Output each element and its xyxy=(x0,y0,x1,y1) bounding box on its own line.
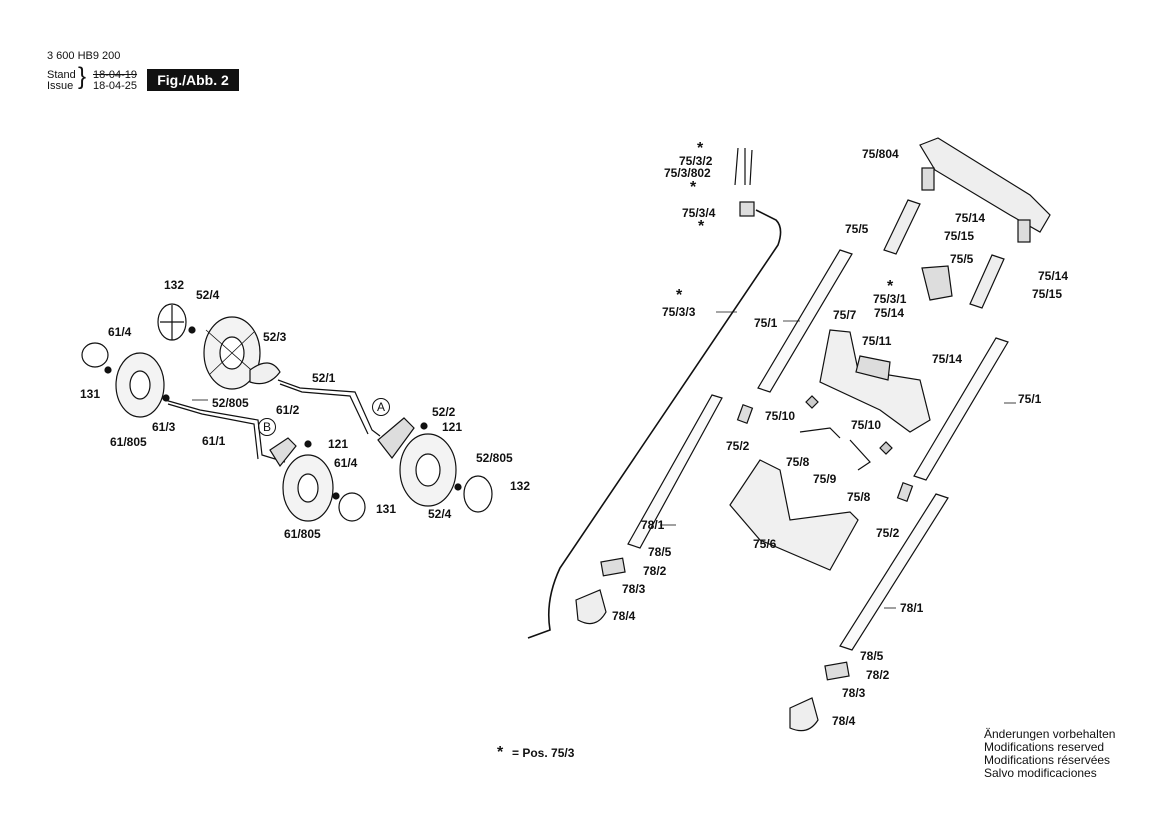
pos-note-star: * xyxy=(497,744,504,761)
part-label: 52/4 xyxy=(196,288,220,302)
part-label: 75/3/3 xyxy=(662,305,696,319)
part-label: 78/4 xyxy=(832,714,856,728)
asterisk-marker: * xyxy=(690,179,697,196)
part-label: 75/3/1 xyxy=(873,292,907,306)
part-label: 75/3/4 xyxy=(682,206,716,220)
part-label: 78/3 xyxy=(622,582,646,596)
part-label: 75/8 xyxy=(847,490,871,504)
part-label: 121 xyxy=(328,437,349,451)
asterisk-marker: * xyxy=(676,287,683,304)
part-label: 61/4 xyxy=(108,325,132,339)
part-label: 78/3 xyxy=(842,686,866,700)
part-label: 75/14 xyxy=(955,211,986,225)
part-label: 61/4 xyxy=(334,456,358,470)
part-label: 75/2 xyxy=(876,526,900,540)
part-label: 75/3/2 xyxy=(679,154,713,168)
part-label: 52/805 xyxy=(212,396,249,410)
part-label: 75/14 xyxy=(874,306,905,320)
figure-label: Fig./Abb. 2 xyxy=(147,69,239,91)
part-label: 61/1 xyxy=(202,434,226,448)
part-label: 52/4 xyxy=(428,507,452,521)
part-label: 75/7 xyxy=(833,308,857,322)
part-label: 75/804 xyxy=(862,147,899,161)
part-label: 52/2 xyxy=(432,405,456,419)
doc-number: 3 600 HB9 200 xyxy=(47,50,121,62)
part-label: 75/6 xyxy=(753,537,777,551)
part-label: 78/5 xyxy=(860,649,884,663)
asterisk-marker: * xyxy=(887,278,894,295)
modifications-notice: Änderungen vorbehalten Modifications res… xyxy=(984,728,1115,780)
part-label: 61/3 xyxy=(152,420,176,434)
stand-label: Stand xyxy=(47,69,76,81)
part-label: 52/1 xyxy=(312,371,336,385)
footer-line: Modifications reserved xyxy=(984,740,1105,754)
callout-b: B xyxy=(258,418,276,436)
part-label: 61/805 xyxy=(110,435,147,449)
part-label: 75/2 xyxy=(726,439,750,453)
part-label: 61/805 xyxy=(284,527,321,541)
part-label: 78/4 xyxy=(612,609,636,623)
part-label: 75/5 xyxy=(845,222,869,236)
part-label: 75/14 xyxy=(1038,269,1069,283)
part-label: 132 xyxy=(164,278,185,292)
part-label: 75/11 xyxy=(862,334,892,348)
brace-icon: } xyxy=(78,63,87,90)
issue-date: 18-04-25 xyxy=(93,80,138,92)
part-label: 131 xyxy=(376,502,397,516)
part-label: 52/805 xyxy=(476,451,513,465)
asterisk-marker: * xyxy=(698,218,705,235)
part-label: 75/1 xyxy=(754,316,778,330)
asterisk-marker: * xyxy=(697,140,704,157)
footer-line: Salvo modificaciones xyxy=(984,766,1097,780)
part-label: 75/3/802 xyxy=(664,166,711,180)
part-label: 75/15 xyxy=(944,229,975,243)
footer-line: Modifications réservées xyxy=(984,753,1111,767)
part-label: 61/2 xyxy=(276,403,300,417)
part-label: 75/15 xyxy=(1032,287,1063,301)
part-label: 121 xyxy=(442,420,463,434)
part-label: 78/5 xyxy=(648,545,672,559)
part-label: 75/10 xyxy=(851,418,882,432)
callout-a: A xyxy=(372,398,390,416)
footer-line: Änderungen vorbehalten xyxy=(984,727,1116,741)
part-label: 75/1 xyxy=(1018,392,1042,406)
part-label: 78/2 xyxy=(866,668,890,682)
part-label: 78/1 xyxy=(641,518,665,532)
part-label: 75/5 xyxy=(950,252,974,266)
part-label: 75/14 xyxy=(932,352,963,366)
part-label: 52/3 xyxy=(263,330,287,344)
issue-label: Issue xyxy=(47,80,74,92)
part-label: 131 xyxy=(80,387,101,401)
stand-date: 18-04-19 xyxy=(93,69,138,81)
part-label: 132 xyxy=(510,479,531,493)
part-label: 75/8 xyxy=(786,455,810,469)
pos-note-text: = Pos. 75/3 xyxy=(512,746,575,760)
part-label: 78/2 xyxy=(643,564,667,578)
part-label: 78/1 xyxy=(900,601,924,615)
part-label: 75/10 xyxy=(765,409,796,423)
part-label: 75/9 xyxy=(813,472,837,486)
